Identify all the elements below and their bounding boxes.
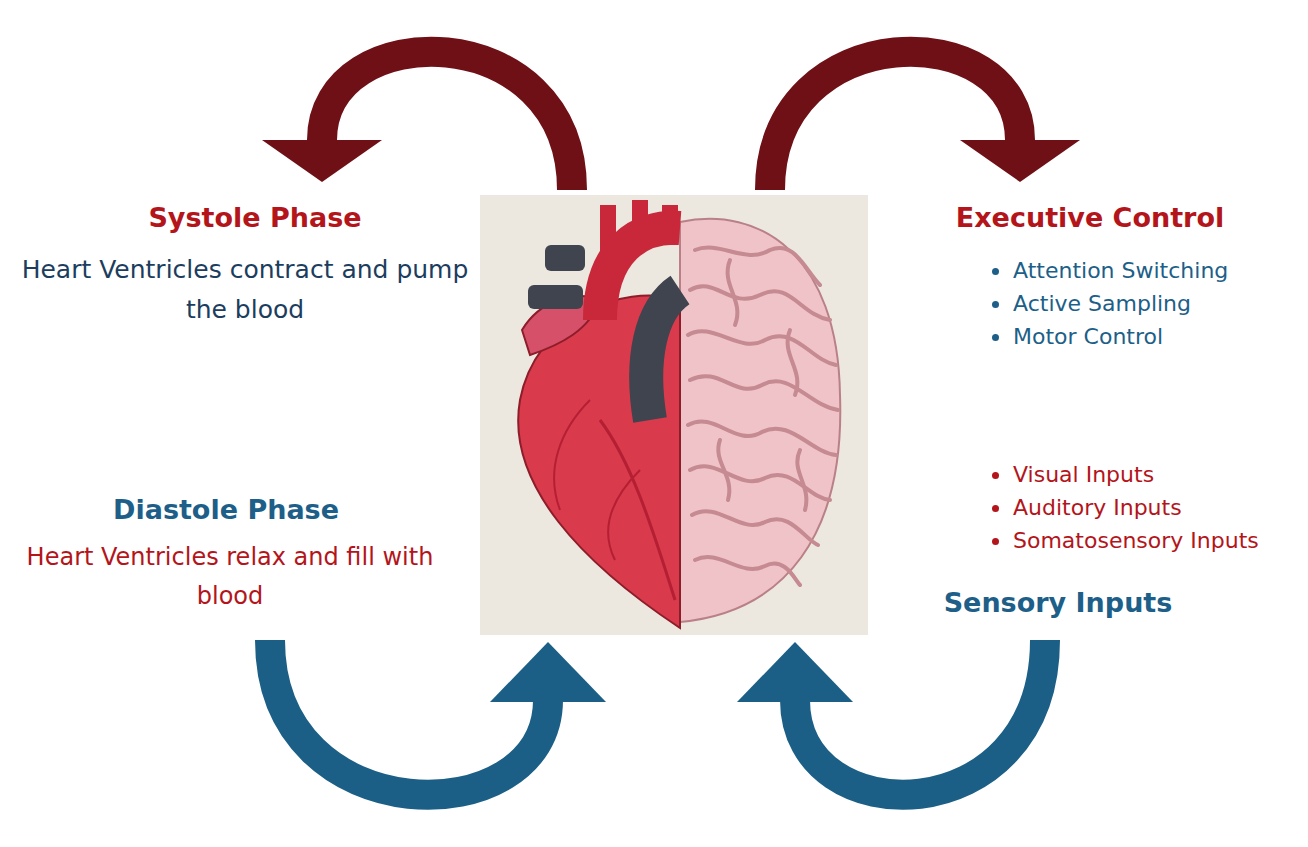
phase-heading: Systole Phase bbox=[45, 201, 465, 235]
bullet-dot bbox=[992, 505, 999, 512]
phase-description: Heart Ventricles contract and pump the b… bbox=[10, 250, 480, 330]
phase-description: Heart Ventricles relax and fill with blo… bbox=[4, 538, 456, 616]
group-heading: Sensory Inputs bbox=[858, 586, 1258, 620]
bullet-dot bbox=[992, 472, 999, 479]
heart-brain-picture bbox=[480, 195, 868, 635]
list-item: Attention Switching bbox=[1013, 257, 1228, 285]
list-item: Active Sampling bbox=[1013, 290, 1191, 318]
phase-heading: Diastole Phase bbox=[16, 493, 436, 527]
list-item: Visual Inputs bbox=[1013, 461, 1154, 489]
bullet-dot bbox=[992, 268, 999, 275]
bullet-dot bbox=[992, 334, 999, 341]
bullet-dot bbox=[992, 301, 999, 308]
group-heading: Executive Control bbox=[890, 201, 1290, 235]
list-item: Motor Control bbox=[1013, 323, 1163, 351]
list-item: Somatosensory Inputs bbox=[1013, 527, 1259, 555]
list-item: Auditory Inputs bbox=[1013, 494, 1182, 522]
cycle-arrows bbox=[262, 52, 1080, 795]
bullet-dot bbox=[992, 538, 999, 545]
